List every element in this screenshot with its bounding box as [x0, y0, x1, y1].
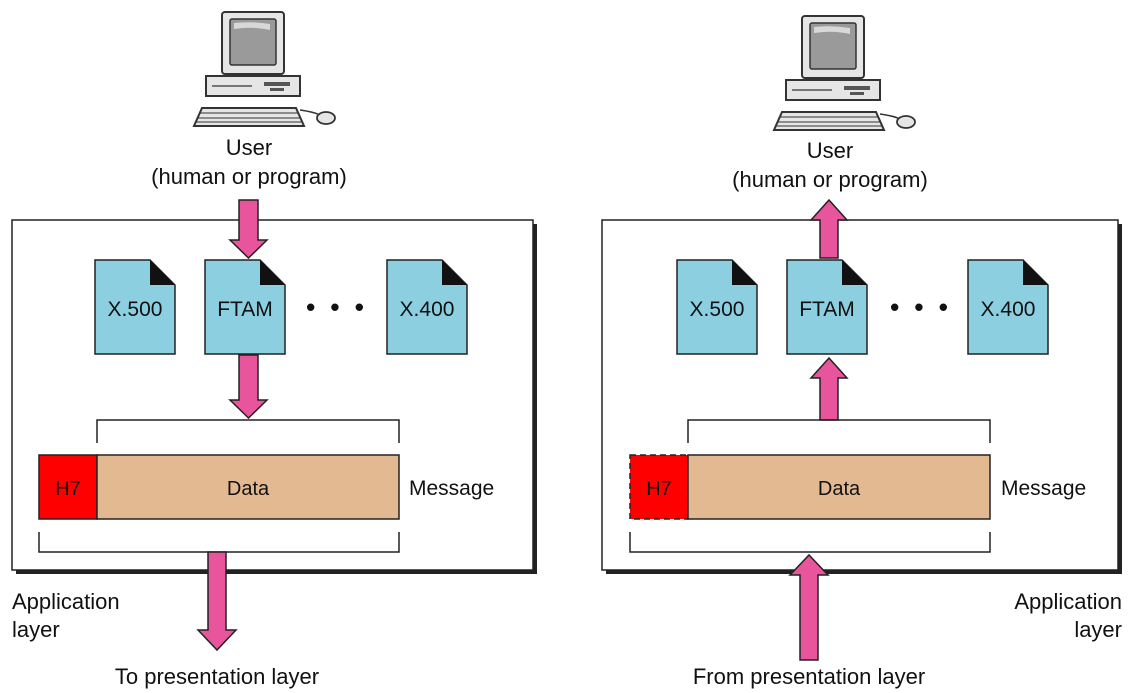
layer-label-line2: layer [12, 617, 60, 642]
user-label-line2: (human or program) [732, 167, 928, 192]
right-panel: User (human or program) X.500 FTAM • • •… [601, 15, 1122, 689]
ellipsis: • • • [890, 292, 952, 322]
arrow-icon [196, 551, 238, 652]
left-panel: User (human or program) X.500 FTAM • • •… [11, 11, 537, 689]
data-label: Data [227, 478, 270, 500]
layer-label-line1: Application [1014, 589, 1122, 614]
document-icon [94, 259, 176, 355]
service-ftam-label: FTAM [217, 298, 273, 321]
service-x400-label: X.400 [400, 298, 455, 321]
arrow-icon [788, 553, 830, 661]
user-label-line2: (human or program) [151, 164, 347, 189]
message-label: Message [409, 477, 494, 500]
header-h7 [629, 454, 689, 520]
header-h7-label: H7 [646, 478, 672, 500]
header-h7-label: H7 [55, 478, 81, 500]
service-x500-label: X.500 [690, 298, 745, 321]
header-h7 [38, 454, 98, 520]
document-icon [786, 259, 868, 355]
arrow-icon [809, 356, 849, 421]
message-label: Message [1001, 477, 1086, 500]
from-presentation-label: From presentation layer [693, 664, 925, 689]
computer-icon [773, 15, 916, 131]
user-label-line1: User [226, 135, 272, 160]
layer-label-line2: layer [1074, 617, 1122, 642]
to-presentation-label: To presentation layer [115, 664, 319, 689]
document-icon [676, 259, 758, 355]
document-icon [204, 259, 286, 355]
top-bracket [96, 419, 400, 443]
document-icon [967, 259, 1049, 355]
data-block [687, 454, 991, 520]
arrow-icon [228, 199, 269, 260]
layer-label-line1: Application [12, 589, 120, 614]
data-label: Data [818, 478, 861, 500]
computer-icon [193, 11, 336, 127]
document-icon [386, 259, 468, 355]
service-x500-label: X.500 [108, 298, 163, 321]
service-ftam-label: FTAM [799, 298, 855, 321]
arrow-icon [228, 354, 269, 420]
bottom-bracket [629, 532, 991, 553]
user-label-line1: User [807, 138, 853, 163]
ellipsis: • • • [306, 292, 368, 322]
data-block [96, 454, 400, 520]
top-bracket [687, 419, 991, 443]
service-x400-label: X.400 [981, 298, 1036, 321]
arrow-icon [809, 198, 849, 259]
